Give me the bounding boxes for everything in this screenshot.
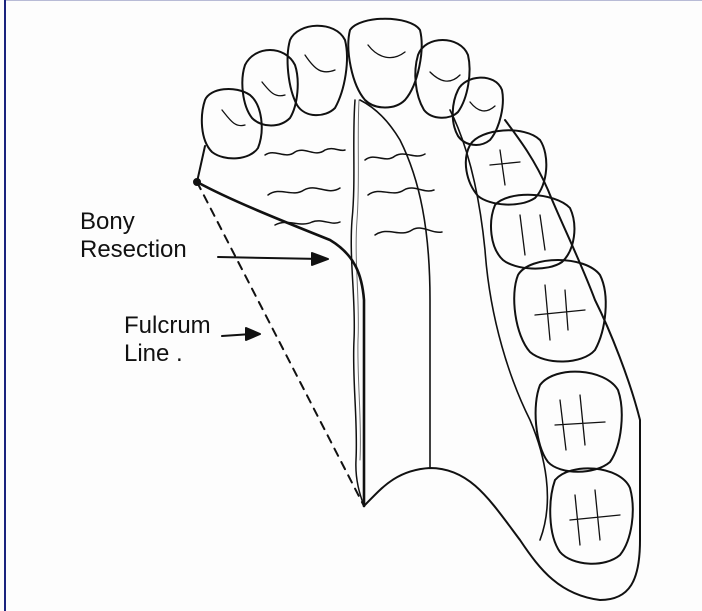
fulcrum-label-line1: Fulcrum <box>124 312 211 340</box>
teeth-group <box>202 19 633 564</box>
tooth <box>348 19 421 108</box>
tooth <box>415 40 469 118</box>
tooth <box>536 372 622 472</box>
tooth <box>466 130 546 204</box>
resection-origin-point <box>194 179 200 185</box>
tooth <box>202 89 262 158</box>
bony-resection-arrowhead <box>312 253 328 265</box>
tooth <box>491 195 574 269</box>
fulcrum-arrowhead <box>246 328 260 340</box>
bony-resection-label: Bony Resection <box>80 208 187 264</box>
tooth <box>242 50 297 126</box>
bony-label-line1: Bony <box>80 208 187 236</box>
arch-ridge-line <box>450 110 547 540</box>
arrows <box>218 253 328 340</box>
bony-label-line2: Resection <box>80 236 187 264</box>
fulcrum-line <box>197 182 364 506</box>
fulcrum-line-label: Fulcrum Line . <box>124 312 211 368</box>
bony-resection-arrow <box>218 257 322 259</box>
tooth <box>514 260 606 362</box>
tooth <box>550 468 633 563</box>
fulcrum-label-line2: Line . <box>124 340 211 368</box>
